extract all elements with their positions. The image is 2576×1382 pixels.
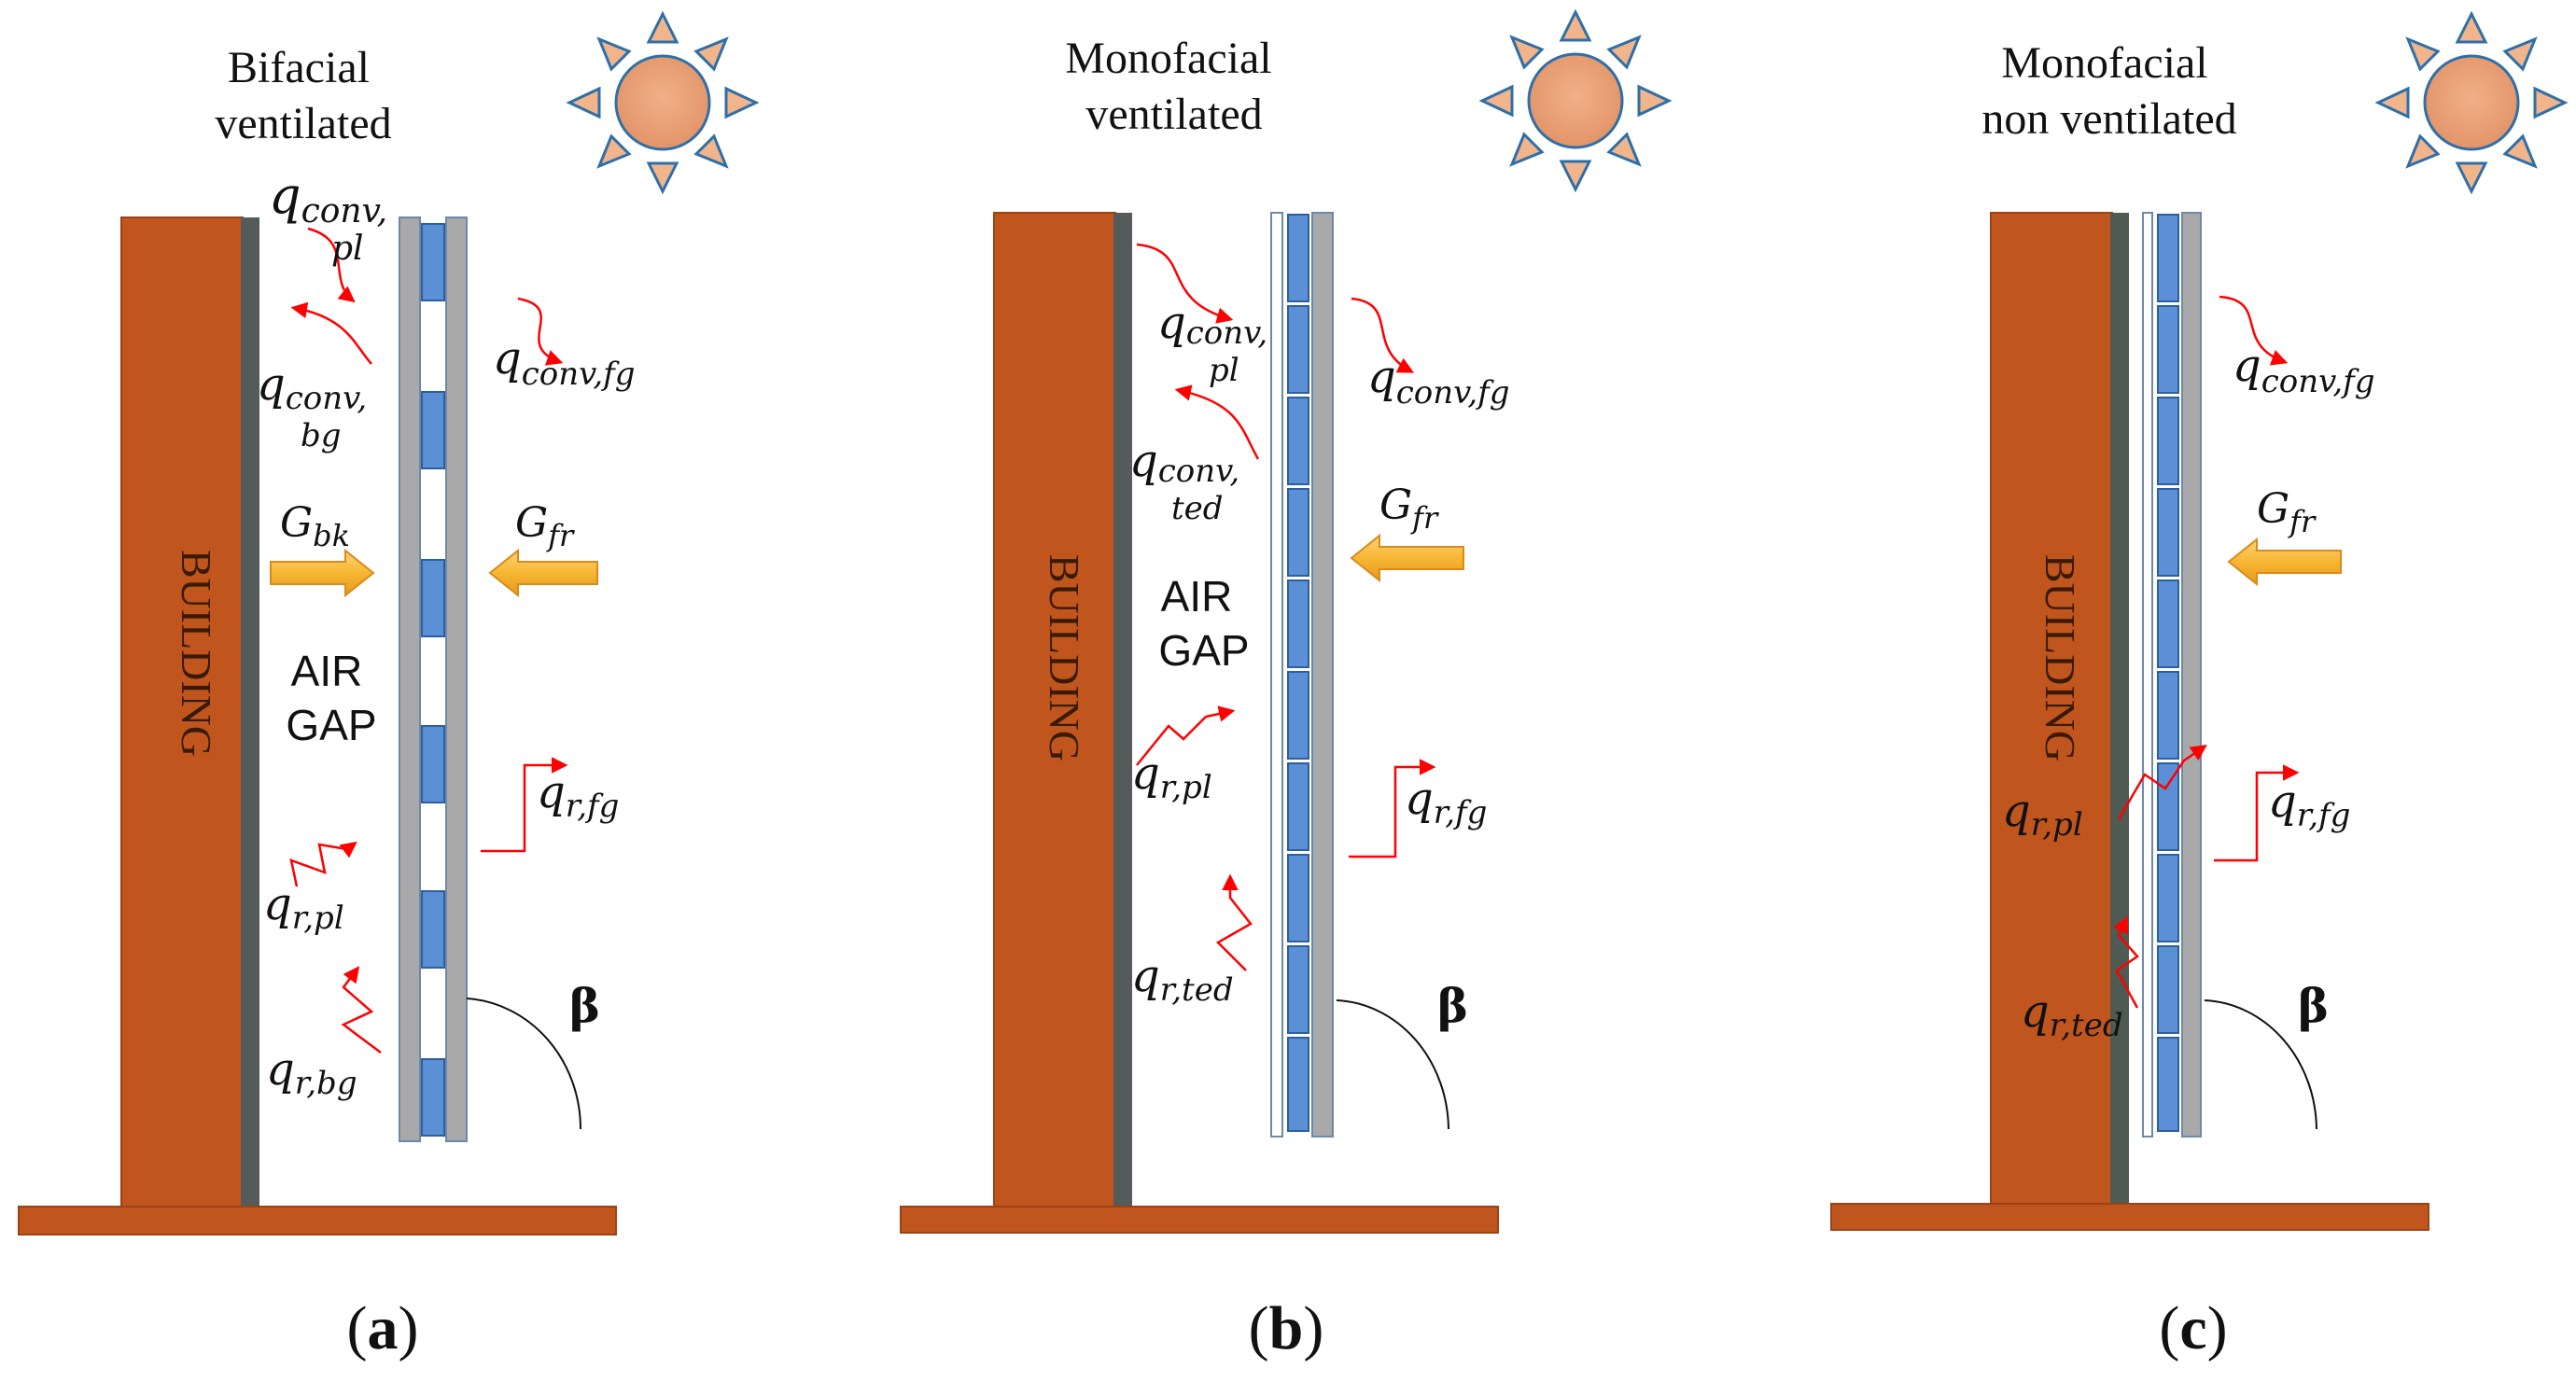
label-q-r-pl: qr,pl [2002,785,2083,844]
panel-b: Monofacial ventilated BUILDING β [900,10,1671,1362]
tilt-angle-arc [466,998,582,1130]
label-q-conv-fg: qconv,fg [493,332,635,393]
panel-c: Monofacial non ventilated BUILDING β q [1830,12,2567,1362]
conv-pl-arrow [307,227,356,303]
building-wall [1990,212,2113,1208]
front-glass [1311,212,1334,1138]
caption-a: (a) [347,1294,419,1362]
back-glass [399,216,421,1142]
label-q-conv-ted: qconv, [1129,435,1239,490]
label-q-conv-fg: qconv,fg [2233,340,2374,400]
building-surface [2110,213,2129,1207]
air-gap-line2: GAP [1158,626,1249,675]
panel-c-title-line2: non ventilated [1981,94,2236,144]
g-fr-arrow [2227,537,2342,587]
g-bk-arrow [270,548,375,598]
backsheet [2142,212,2153,1138]
label-g-fr: Gfr [2257,485,2317,539]
label-q-r-bg: qr,bg [266,1043,357,1102]
tilt-angle-label: β [1437,978,1468,1033]
label-q-r-fg: qr,fg [537,766,619,825]
r-pl-arrow [1136,705,1236,766]
conv-ted-arrow [1174,384,1260,460]
air-gap-line1: AIR [291,647,363,695]
label-q-conv-fg: qconv,fg [1367,351,1509,412]
g-fr-arrow [1350,533,1464,583]
r-pl-arrow [2117,745,2207,820]
sun-icon [1480,10,1671,191]
conv-fg-arrow [2219,295,2289,366]
g-fr-arrow [488,548,598,598]
panel-c-title-line1: Monofacial [2001,38,2207,88]
label-q-conv-pl-sub: pl [331,230,364,268]
conv-bg-arrow [290,301,372,365]
panel-a: Bifacial ventilated BUILDING [18,12,758,1362]
label-g-fr: Gfr [515,499,575,553]
label-q-conv-pl: qconv, [1157,297,1267,352]
building-surface [241,217,259,1208]
r-fg-arrow [481,757,568,853]
tilt-angle-arc [1336,999,1449,1130]
building-label: BUILDING [2037,554,2084,761]
sun-icon [567,12,758,193]
conv-fg-arrow [517,297,564,366]
pv-cells [2157,214,2179,1132]
caption-c: (c) [2159,1294,2227,1362]
r-fg-arrow [1349,759,1436,859]
building-label: BUILDING [1041,554,1088,761]
label-q-conv-bg-sub: bg [301,417,342,454]
caption-b: (b) [1249,1294,1324,1362]
ground-slab [900,1206,1499,1234]
label-q-r-pl: qr,pl [1131,747,1212,806]
ground-slab [18,1206,617,1235]
label-q-conv-pl: qconv, [269,166,387,230]
tilt-angle-label: β [2298,978,2329,1033]
front-glass [2181,212,2202,1138]
label-q-conv-ted-sub: ted [1171,490,1224,527]
backsheet [1270,212,1283,1138]
ground-slab [1830,1203,2429,1231]
air-gap-line1: AIR [1161,572,1233,621]
pv-cells [1287,214,1309,1132]
r-ted-arrow [2113,915,2139,1009]
label-q-conv-bg: qconv, [257,358,367,417]
panel-b-title-line1: Monofacial [1065,34,1271,83]
panel-b-title-line2: ventilated [1085,90,1262,139]
conv-fg-arrow [1351,297,1415,373]
label-q-r-fg: qr,fg [2268,775,2350,834]
panel-a-title-line1: Bifacial [228,43,370,92]
tilt-angle-arc [2204,999,2317,1130]
label-q-r-pl: qr,pl [263,878,344,937]
front-glass [445,216,468,1142]
building-label: BUILDING [173,550,220,757]
tilt-angle-label: β [569,978,600,1033]
r-ted-arrow [1215,873,1253,971]
building-wall [120,216,244,1209]
label-q-conv-pl-sub: pl [1209,352,1239,389]
label-q-r-ted: qr,ted [2021,985,2123,1044]
pv-cells [421,223,445,1137]
r-bg-arrow [341,966,382,1054]
building-surface [1113,213,1132,1207]
label-q-r-fg: qr,fg [1405,773,1487,831]
label-g-fr: Gfr [1379,482,1439,536]
r-fg-arrow [2214,764,2300,862]
r-pl-arrow [289,841,357,887]
label-q-r-ted: qr,ted [1131,950,1234,1009]
panel-a-title-line2: ventilated [215,99,391,148]
building-wall [993,212,1116,1208]
label-g-bk: Gbk [280,499,350,553]
air-gap-line2: GAP [286,701,376,749]
conv-pl-arrow [1136,243,1234,324]
sun-icon [2376,12,2567,193]
